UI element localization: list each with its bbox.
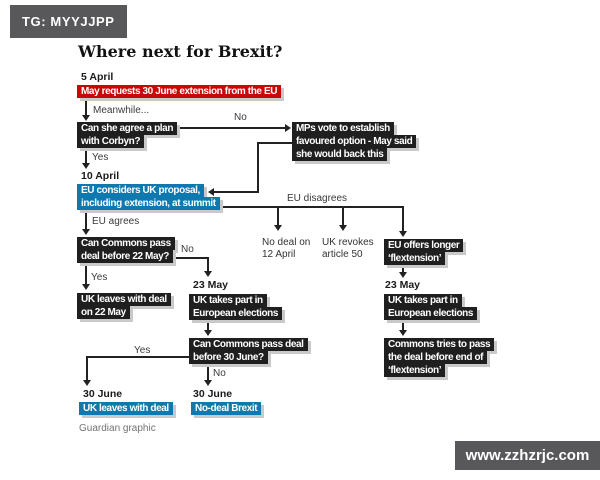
arrowhead-commons22-leave	[82, 284, 90, 290]
node-no-deal-brexit: No-deal Brexit	[191, 402, 262, 415]
node-elections-right-line1: UK takes part in	[384, 294, 462, 307]
date-label-5-april: 5 April	[81, 71, 114, 83]
edge-label-yes-1: Yes	[92, 152, 109, 163]
node-flextension-offer-line1: EU offers longer	[384, 239, 464, 252]
edge-label-no-1: No	[234, 112, 247, 123]
connector-commons30-yes-h	[88, 356, 200, 358]
source-caption: Guardian graphic	[79, 423, 156, 434]
edge-label-eu-agrees: EU agrees	[92, 216, 140, 227]
node-leave-22-may: UK leaves with deal on 22 May	[77, 293, 171, 319]
arrowhead-branch-flextension	[399, 231, 407, 237]
node-elections-mid-line2: European elections	[189, 307, 283, 320]
node-commons-30-june-line1: Can Commons pass deal	[189, 338, 308, 351]
edge-label-meanwhile: Meanwhile...	[93, 105, 150, 116]
connector-elections-commonsflex	[402, 320, 404, 331]
node-commons-22-may-line1: Can Commons pass	[77, 237, 175, 250]
connector-commons22-no-h	[165, 257, 208, 259]
edge-label-no-3: No	[213, 368, 226, 379]
connector-start-corbyn	[85, 98, 87, 116]
node-commons-flextension-line2: the deal before end of	[384, 351, 488, 364]
connector-mps-elbow-bottom	[214, 191, 259, 193]
connector-disagrees-branch	[210, 206, 404, 208]
arrowhead-branch-revoke	[339, 225, 347, 231]
connector-mps-elbow-top	[258, 142, 300, 144]
connector-commons30-yes-v	[86, 356, 88, 381]
node-may-requests-line: May requests 30 June extension from the …	[77, 85, 282, 98]
node-eu-summit-line2: including extension, at summit	[77, 197, 220, 210]
node-flextension-offer-line2: ‘flextension’	[384, 252, 446, 265]
node-leave-22-may-line2: on 22 May	[77, 306, 130, 319]
edge-label-yes-3: Yes	[134, 345, 151, 356]
arrowhead-branch-nodeal	[274, 225, 282, 231]
node-commons-22-may-line2: deal before 22 May?	[77, 250, 173, 263]
arrowhead-commons30-leave	[83, 380, 91, 386]
arrowhead-electionsmid-commons30	[204, 330, 212, 336]
node-commons-flextension-line3: ‘flextension’	[384, 364, 446, 377]
node-may-requests: May requests 30 June extension from the …	[77, 85, 282, 98]
date-label-23-may-right: 23 May	[385, 279, 421, 291]
edge-label-eu-disagrees: EU disagrees	[287, 193, 348, 204]
arrowhead-flextension-elections	[399, 272, 407, 278]
date-label-10-april: 10 April	[81, 170, 120, 182]
node-uk-revokes-line2: article 50	[322, 249, 363, 260]
node-mps-vote: MPs vote to establish favoured option - …	[292, 122, 417, 161]
watermark: www.zzhzrjc.com	[455, 441, 600, 470]
connector-mps-elbow-vert	[257, 142, 259, 192]
arrowhead-commons22-elections	[204, 271, 212, 277]
connector-summit-commons22	[85, 210, 87, 230]
node-leave-30-june-line: UK leaves with deal	[79, 402, 173, 415]
connector-branch-nodeal	[277, 206, 279, 226]
arrowhead-elections-commonsflex	[399, 330, 407, 336]
node-commons-30-june: Can Commons pass deal before 30 June?	[189, 338, 308, 364]
connector-corbyn-mps	[160, 127, 285, 129]
arrowhead-summit-commons22	[82, 229, 90, 235]
page-title: Where next for Brexit?	[78, 42, 283, 61]
arrowhead-mps-summit	[208, 188, 214, 196]
date-label-30-june-left: 30 June	[83, 388, 123, 400]
connector-commons22-leave	[85, 263, 87, 285]
node-flextension-offer: EU offers longer ‘flextension’	[384, 239, 464, 265]
connector-flextension-elections	[402, 265, 404, 273]
node-corbyn-plan-line1: Can she agree a plan	[77, 122, 178, 135]
arrowhead-commons30-nodeal	[204, 380, 212, 386]
node-elections-mid-line1: UK takes part in	[189, 294, 267, 307]
node-corbyn-plan: Can she agree a plan with Corbyn?	[77, 122, 178, 148]
source-tag: TG: MYYJJPP	[10, 5, 127, 38]
node-no-deal-brexit-line: No-deal Brexit	[191, 402, 262, 415]
date-label-23-may-mid: 23 May	[193, 279, 229, 291]
connector-electionsmid-commons30	[207, 320, 209, 331]
node-mps-vote-line1: MPs vote to establish	[292, 122, 394, 135]
arrowhead-start-corbyn	[82, 115, 90, 121]
node-elections-right-line2: European elections	[384, 307, 478, 320]
node-commons-22-may: Can Commons pass deal before 22 May?	[77, 237, 175, 263]
node-no-deal-12-april: No deal on 12 April	[262, 237, 310, 261]
edge-label-no-2: No	[181, 244, 194, 255]
node-commons-30-june-line2: before 30 June?	[189, 351, 268, 364]
arrowhead-corbyn-summit	[82, 163, 90, 169]
date-label-30-june-mid: 30 June	[193, 388, 233, 400]
node-eu-summit: EU considers UK proposal, including exte…	[77, 184, 220, 210]
connector-corbyn-summit	[85, 148, 87, 164]
node-uk-revokes: UK revokes article 50	[322, 237, 374, 261]
node-eu-summit-line1: EU considers UK proposal,	[77, 184, 204, 197]
node-elections-right: UK takes part in European elections	[384, 294, 478, 320]
node-mps-vote-line2: favoured option - May said	[292, 135, 417, 148]
node-commons-flextension-line1: Commons tries to pass	[384, 338, 495, 351]
connector-commons22-no-v	[207, 257, 209, 272]
edge-label-yes-2: Yes	[91, 272, 108, 283]
node-leave-22-may-line1: UK leaves with deal	[77, 293, 171, 306]
connector-branch-flextension	[402, 206, 404, 232]
node-uk-revokes-line1: UK revokes	[322, 237, 374, 248]
arrowhead-corbyn-mps	[285, 124, 291, 132]
node-no-deal-12-april-line2: 12 April	[262, 249, 296, 260]
node-no-deal-12-april-line1: No deal on	[262, 237, 311, 248]
node-leave-30-june: UK leaves with deal	[79, 402, 173, 415]
node-corbyn-plan-line2: with Corbyn?	[77, 135, 145, 148]
connector-branch-revoke	[342, 206, 344, 226]
node-commons-flextension: Commons tries to pass the deal before en…	[384, 338, 495, 377]
node-elections-mid: UK takes part in European elections	[189, 294, 283, 320]
connector-commons30-nodeal	[207, 364, 209, 381]
node-mps-vote-line3: she would back this	[292, 148, 388, 161]
